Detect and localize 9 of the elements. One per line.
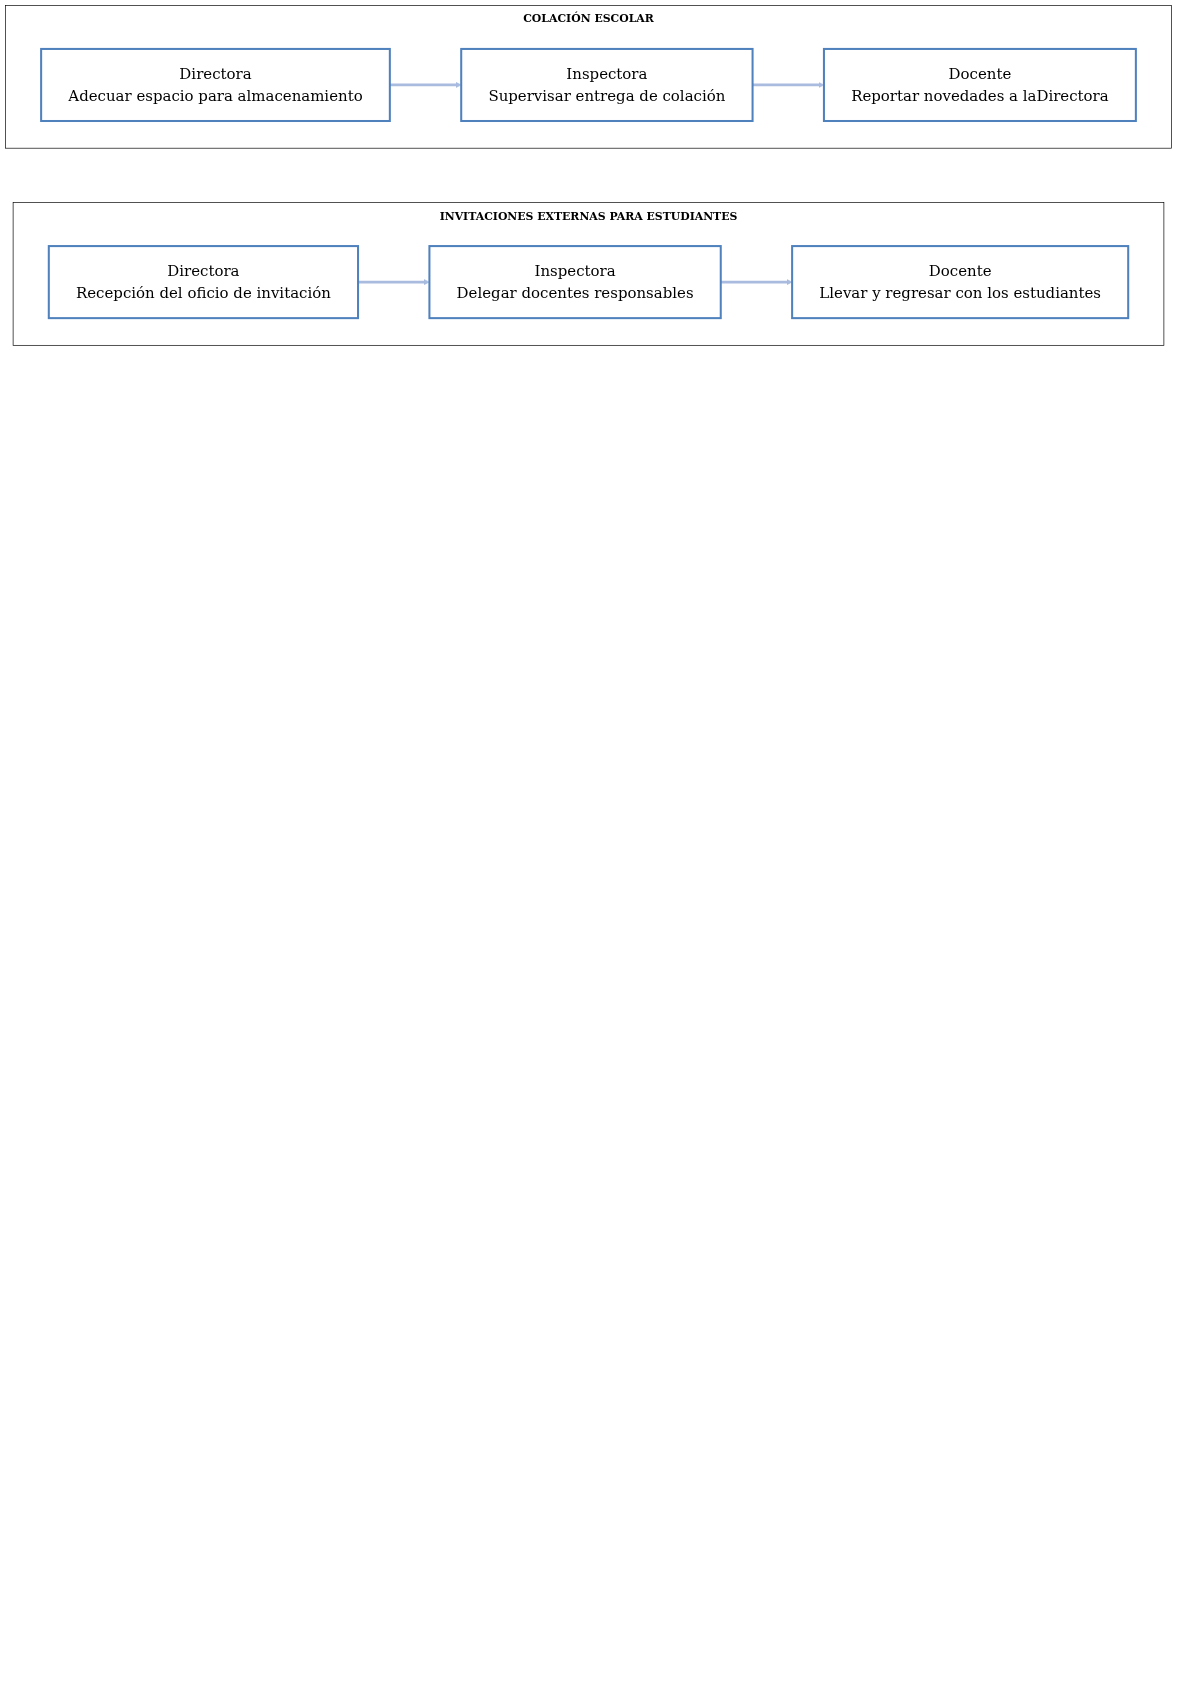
node-box: Directora Adecuar espacio para almacenamiento: [40, 47, 391, 122]
arrow: [720, 279, 793, 286]
node-box: Inspectora Delegar docentes responsables: [428, 245, 722, 320]
arrow: [358, 279, 430, 286]
node-box: Inspectora Supervisar entrega de colación: [460, 47, 754, 122]
arrow: [389, 82, 462, 88]
node-box: Docente Reportar novedades a laDirectora: [822, 47, 1137, 122]
node-box: Directora Recepción del oficio de invitación: [47, 245, 360, 320]
node-box: Docente Llevar y regresar con los estudiantes: [791, 245, 1130, 320]
